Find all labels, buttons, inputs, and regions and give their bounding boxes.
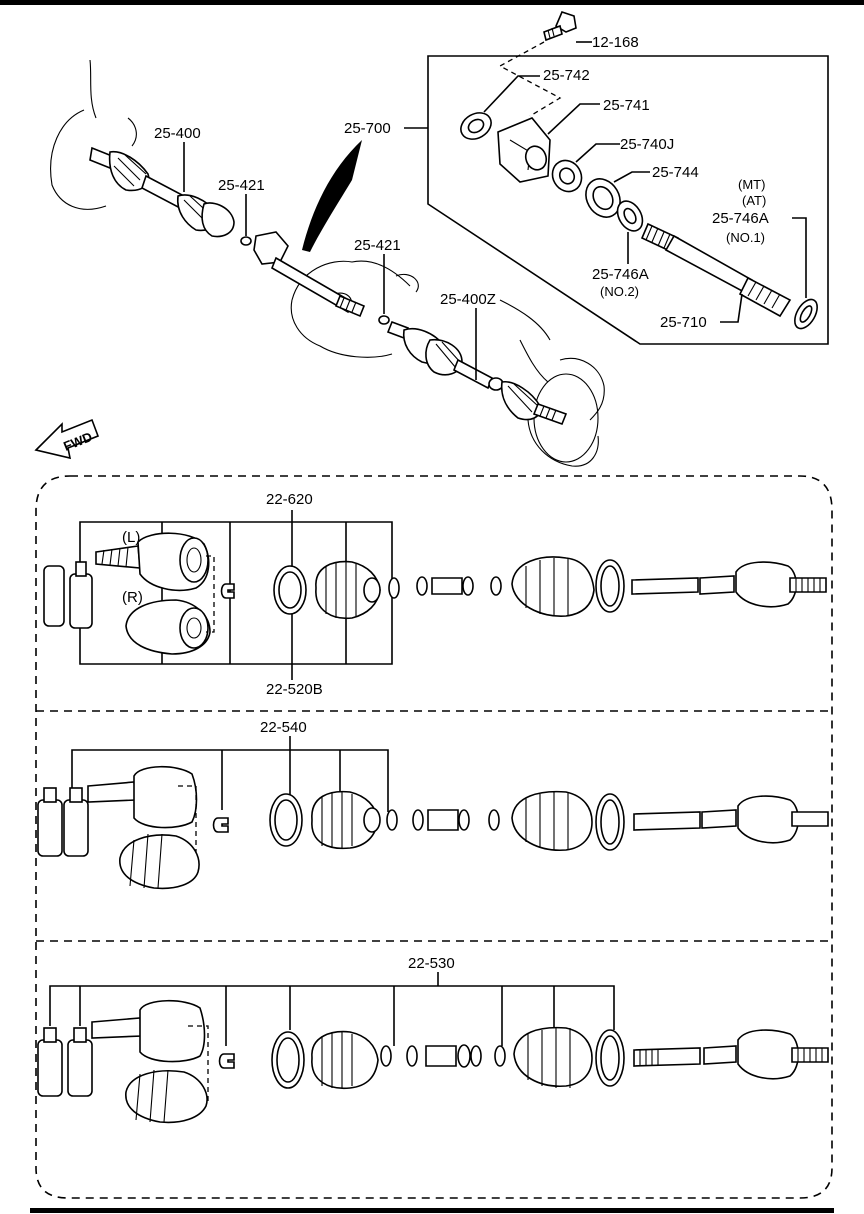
kit-panel-2: 22-540 — [37, 719, 829, 890]
kit-panel-3: 22-530 — [37, 955, 829, 1124]
kit-panel-1: 22-620 22-520B (L) (R) — [43, 491, 827, 698]
left-driveshaft — [89, 146, 366, 318]
joint-shaft-part — [640, 222, 792, 318]
seal-a-no1-type: (MT) — [738, 177, 765, 192]
clip-right-label: 25-421 — [354, 237, 401, 254]
seal-a-no2-label: 25-746A — [592, 266, 649, 283]
seal-label: 25-744 — [652, 164, 699, 181]
left-shaft-label: 25-400 — [154, 125, 201, 142]
fwd-arrow-icon: FWD — [34, 418, 100, 460]
kit-panel-1-top-label: 22-620 — [266, 491, 313, 508]
seal-a-no2-sub: (NO.2) — [600, 284, 639, 299]
top-rule — [0, 0, 864, 5]
kit-panel-2-top-label: 22-540 — [260, 719, 307, 736]
seal-a-no1-label: 25-746A — [712, 210, 769, 227]
joint-shaft-assy-label: 25-700 — [344, 120, 391, 137]
bolt-part — [543, 11, 577, 42]
bracket-body-label: 25-741 — [603, 97, 650, 114]
right-driveshaft — [386, 320, 568, 426]
kit-panel-1-side-l: (L) — [122, 529, 140, 546]
bottom-rule — [30, 1208, 834, 1213]
kit-panel-3-top-label: 22-530 — [408, 955, 455, 972]
assembly-pointer-swoosh — [302, 140, 362, 252]
bolt-label: 12-168 — [592, 34, 639, 51]
seal-a-no1-sub: (NO.1) — [726, 230, 765, 245]
joint-shaft-label: 25-710 — [660, 314, 707, 331]
bearing-label: 25-740J — [620, 136, 674, 153]
top-assembly: 25-400 25-421 25-421 25-400Z 12-168 25-7… — [34, 11, 829, 467]
bracket-body-part — [497, 117, 551, 183]
bracket-part — [460, 112, 492, 140]
joint-shaft-assy-box — [427, 55, 829, 345]
kit-panel-1-bottom-label: 22-520B — [266, 681, 323, 698]
bracket-label: 25-742 — [543, 67, 590, 84]
clip-left-label: 25-421 — [218, 177, 265, 194]
kit-panels-frame — [35, 475, 833, 1199]
right-shaft-label: 25-400Z — [440, 291, 496, 308]
kit-panel-1-side-r: (R) — [122, 589, 143, 606]
clip-right-part — [378, 315, 390, 325]
seal-a-no1-type2: (AT) — [742, 193, 766, 208]
